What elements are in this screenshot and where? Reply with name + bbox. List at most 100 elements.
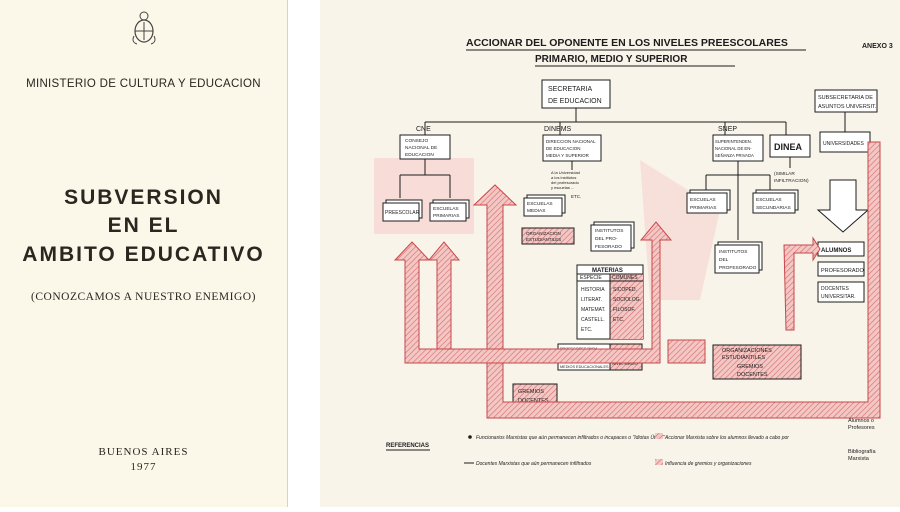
superintendencia-box (712, 134, 764, 162)
ref-3-text: Accionar Marxista sobre los alumnos llev… (664, 435, 789, 441)
prof-left-4: MEDIOS EDUCACIONALES (560, 365, 609, 369)
a-univ-line-2: a los institutos (551, 175, 576, 180)
org-big-line-3: GREMIOS (737, 364, 763, 370)
snep-sec-line-2: SECUNDARIAS (756, 205, 791, 211)
title-line-1: SUBVERSION (64, 186, 223, 209)
gremios-line-2: DOCENTES (518, 398, 549, 404)
alumnos-profesores-line-1: Alumnos o (848, 418, 874, 424)
a-univ-line-4: y escuelas ... (551, 185, 574, 190)
alumnos-label: ALUMNOS (821, 248, 851, 254)
cover-year: 1977 (130, 461, 157, 473)
similar-line-1: (SIMILAR (774, 171, 795, 177)
consejo-line-2: NACIONAL DE (405, 145, 437, 151)
ref-2-text: Docentes Marxistas que aún permanecen in… (476, 461, 592, 467)
ref-1-text: Funcionarios Marxistas que aún permanece… (476, 434, 665, 441)
medias-line-2: MEDIAS (527, 208, 545, 214)
profesorado-box (817, 261, 865, 277)
sub-secretaria-line-1: SUBSECRETARIA DE (818, 95, 873, 101)
materia-right-4: ETC. (613, 317, 624, 323)
bibliografia-line-2: Marxista (848, 456, 870, 462)
cover-page: MINISTERIO DE CULTURA Y EDUCACION SUBVER… (0, 0, 288, 507)
snep-inst-line-2: DEL (719, 257, 729, 263)
profesorado-label: PROFESORADO (821, 268, 865, 274)
consejo-line-1: CONSEJO (405, 138, 428, 144)
super-line-3: SEÑANZA PRIVADA (715, 153, 754, 158)
cne-primarias-line-1: ESCUELAS (433, 206, 459, 212)
org-small-line-2: ESTUDIANTILES (526, 237, 561, 242)
branch-dinea: DINEA (774, 142, 803, 152)
org-big-line-4: DOCENTES (737, 372, 768, 378)
alumnos-influence-arrow (783, 236, 821, 331)
referencias-label: REFERENCIAS (386, 443, 429, 449)
org-gremios-big-box (712, 344, 802, 380)
sub-secretaria-box (814, 89, 878, 113)
root-line-2: DE EDUCACION (548, 98, 602, 105)
materia-left-2: LITERAT. (581, 297, 602, 303)
materias-comunes: COMUNES (612, 275, 638, 281)
page-gap (288, 0, 320, 507)
snep-inst-line-1: INSTITUTOS (719, 249, 747, 255)
direccion-box (542, 134, 602, 162)
ministry-name: MINISTERIO DE CULTURA Y EDUCACION (26, 78, 261, 90)
cover-subtitle: (CONOZCAMOS A NUESTRO ENEMIGO) (31, 291, 256, 303)
a-univ-line-3: del profesorado (551, 180, 580, 185)
root-box (541, 79, 611, 109)
inst-prof-line-1: INSTITUTOS (595, 228, 623, 234)
materia-right-2: SOCIOLOG. (613, 297, 641, 303)
universidades-label: UNIVERSIDADES (823, 141, 865, 147)
materia-right-1: SICOPED. (613, 287, 637, 293)
argentine-crest-icon (132, 11, 156, 45)
consejo-box (399, 134, 451, 160)
preescolar-influence-arrow (393, 221, 673, 364)
diagram-subtitle: PRIMARIO, MEDIO Y SUPERIOR (535, 54, 688, 65)
title-line-3: AMBITO EDUCATIVO (22, 243, 265, 266)
gremios-line-1: GREMIOS (518, 389, 544, 395)
center-link-arrow (667, 339, 706, 364)
materia-left-3: MATEMAT. (581, 307, 606, 313)
similar-line-2: INFILTRACION) (774, 178, 809, 184)
cne-primarias-line-2: PRIMARIAS (433, 213, 459, 219)
materias-especie: ESPECIE (580, 275, 602, 281)
outer-influence-arrow (472, 141, 881, 419)
super-line-2: NACIONAL DE EN- (715, 146, 752, 151)
org-estudiantiles-small (521, 227, 575, 245)
direccion-line-3: MEDIA Y SUPERIOR (546, 153, 590, 158)
inst-prof-line-3: FESORADO (595, 244, 622, 250)
snep-inst-line-3: PROFESORADO (719, 265, 757, 271)
medias-line-1: ESCUELAS (527, 201, 553, 207)
docentes-univ-line-1: DOCENTES (821, 286, 849, 292)
inst-prof-line-2: DEL PRO- (595, 236, 618, 242)
diagram-title: ACCIONAR DEL OPONENTE EN LOS NIVELES PRE… (466, 37, 788, 49)
down-arrow-icon (816, 179, 870, 233)
snep-prim-line-1: ESCUELAS (690, 197, 716, 203)
materia-left-5: ETC. (581, 327, 592, 333)
a-univ-line-1: A la Universidad (551, 170, 580, 175)
branch-dinems: DINEMS (544, 126, 572, 133)
consejo-line-3: EDUCACION (405, 152, 434, 158)
super-line-1: SUPERINTENDEN. (715, 139, 752, 144)
org-small-line-1: ORGANIZACION (526, 231, 561, 236)
root-line-1: SECRETARIA (548, 86, 593, 93)
sub-secretaria-line-2: ASUNTOS UNIVERSIT. (818, 104, 877, 110)
cover-place: BUENOS AIRES (98, 446, 189, 458)
diagram-page: ACCIONAR DEL OPONENTE EN LOS NIVELES PRE… (320, 0, 900, 507)
org-big-line-2: ESTUDIANTILES (722, 355, 765, 361)
materia-left-4: CASTELL. (581, 317, 605, 323)
ref-3-icon (655, 433, 663, 439)
direccion-line-2: DE EDUCACION (546, 146, 581, 151)
preescolar-label: PREESCOLAR (385, 210, 420, 216)
materias-title: MATERIAS (592, 268, 623, 274)
ref-4-icon (655, 459, 663, 465)
direccion-line-1: DIRECCION NACIONAL (546, 139, 596, 144)
primarias-influence-arrow (427, 241, 461, 350)
org-diagram: ACCIONAR DEL OPONENTE EN LOS NIVELES PRE… (374, 37, 893, 467)
annex-label: ANEXO 3 (862, 43, 893, 50)
alumnos-profesores-line-2: Profesores (848, 425, 875, 431)
org-big-line-1: ORGANIZACIONES (722, 348, 772, 354)
materia-right-3: FILOSOF. (613, 307, 635, 313)
a-univ-etc: ETC. (571, 194, 581, 199)
materia-left-1: HISTORIA (581, 287, 605, 293)
snep-prim-line-2: PRIMARIAS (690, 205, 716, 211)
snep-sec-line-1: ESCUELAS (756, 197, 782, 203)
bibliografia-line-1: Bibliografía (848, 449, 876, 455)
